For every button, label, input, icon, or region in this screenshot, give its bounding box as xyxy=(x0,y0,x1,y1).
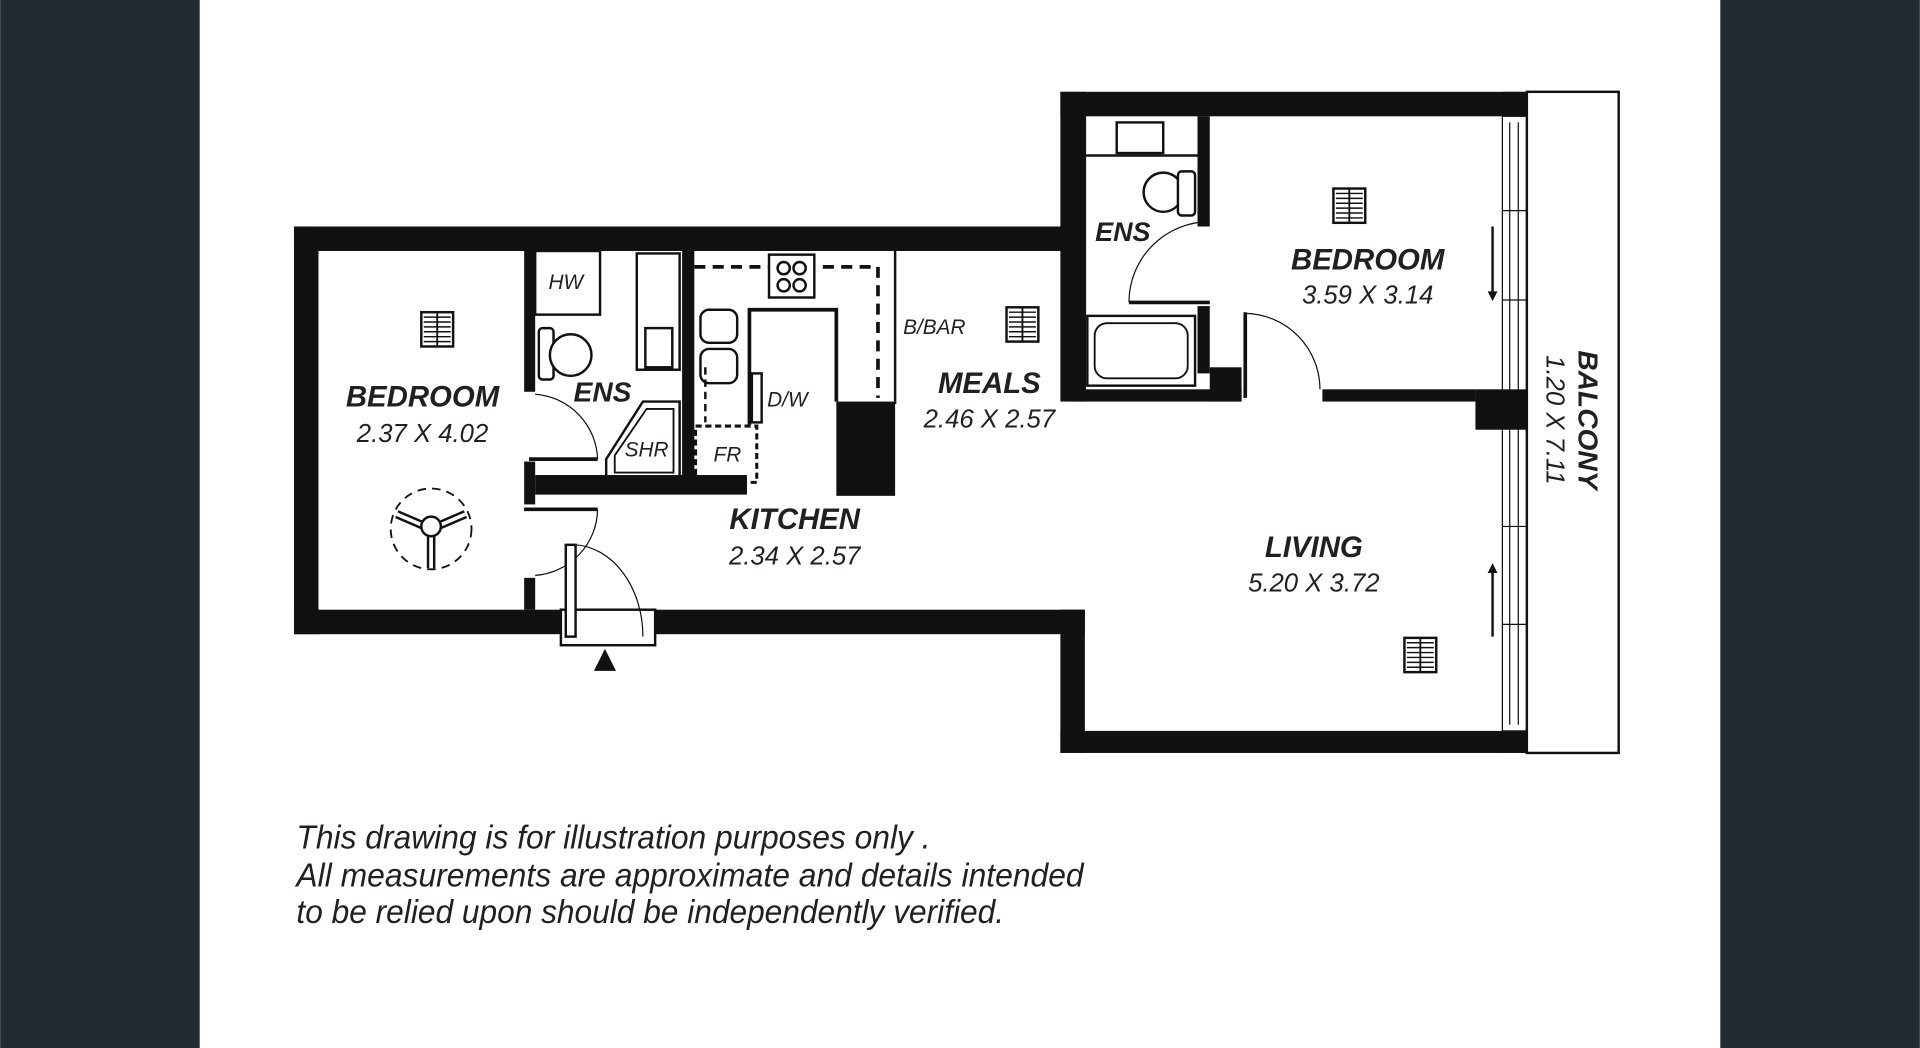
vent-icon xyxy=(1332,187,1367,225)
sliding-arrow-up-icon xyxy=(1487,563,1498,637)
walls xyxy=(293,91,1527,753)
ensuite-1-fixtures xyxy=(533,249,681,482)
kitchen-label: KITCHEN xyxy=(729,503,860,536)
shr-label: SHR xyxy=(625,439,669,462)
kitchen-size: 2.34 X 2.57 xyxy=(728,542,862,570)
living-label: LIVING xyxy=(1265,531,1363,564)
disclaimer-line-3: to be relied upon should be independentl… xyxy=(296,894,1004,931)
bedroom-1-label: BEDROOM xyxy=(346,380,500,413)
right-sidebar xyxy=(1720,0,1920,1048)
entry-door[interactable] xyxy=(559,543,657,647)
meals-size: 2.46 X 2.57 xyxy=(923,405,1057,433)
bbar-label: B/BAR xyxy=(903,316,965,339)
disclaimer-line-2: All measurements are approximate and det… xyxy=(295,857,1086,894)
vent-icon xyxy=(420,310,455,348)
dw-label: D/W xyxy=(767,388,810,411)
entry-arrow-icon xyxy=(593,648,616,671)
balcony-size: 1.20 X 7.11 xyxy=(1540,355,1568,485)
bedroom-2-size: 3.59 X 3.14 xyxy=(1302,282,1433,310)
balcony xyxy=(1525,90,1620,755)
ensuite-door xyxy=(524,393,599,577)
fr-label: FR xyxy=(714,444,742,467)
bedroom-door xyxy=(1243,312,1321,398)
bedroom-2-label: BEDROOM xyxy=(1291,243,1445,276)
sliding-arrow-down-icon xyxy=(1487,226,1498,302)
vent-icon xyxy=(1403,636,1438,674)
disclaimer-line-1: This drawing is for illustration purpose… xyxy=(296,819,930,856)
ensuite-1-label: ENS xyxy=(574,377,632,408)
ceiling-fan-icon xyxy=(389,487,473,571)
living-size: 5.20 X 3.72 xyxy=(1248,569,1379,597)
meals-label: MEALS xyxy=(938,367,1041,400)
balcony-label: BALCONY xyxy=(1572,350,1603,491)
ensuite-2-fixtures xyxy=(1086,121,1210,387)
bedroom-1-size: 2.37 X 4.02 xyxy=(356,420,488,448)
vent-icon xyxy=(1005,306,1040,343)
ensuite-2-label: ENS xyxy=(1095,217,1150,247)
left-sidebar xyxy=(0,0,200,1048)
hw-label: HW xyxy=(548,271,585,294)
